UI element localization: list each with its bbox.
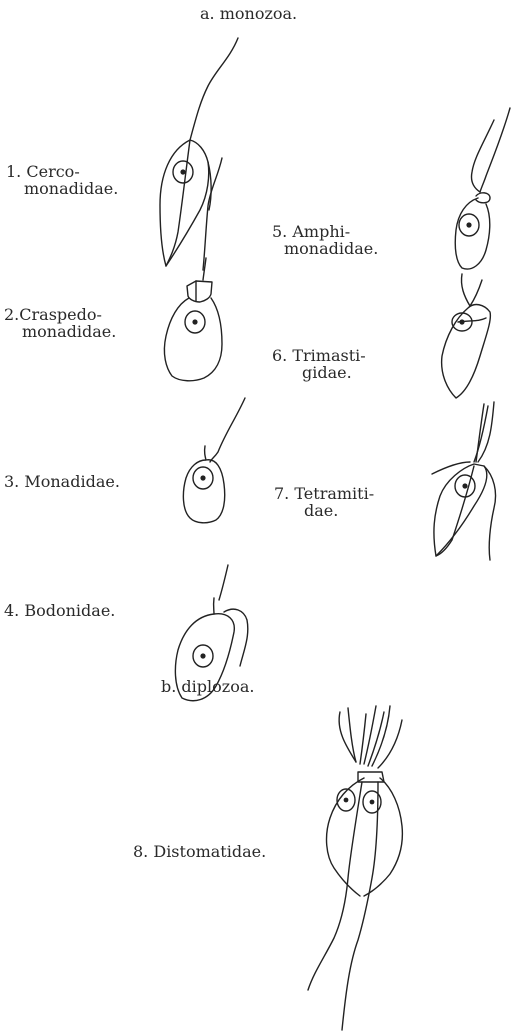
trimastigidae-cell <box>442 274 491 398</box>
monadidae-cell <box>183 398 245 523</box>
bodonidae-cell <box>175 565 247 701</box>
craspedomonadidae-cell <box>164 258 222 381</box>
amphimonadidae-cell <box>455 108 510 269</box>
cercomonadidae-cell <box>160 38 238 270</box>
tetramitidae-cell <box>432 402 496 560</box>
distomatidae-cell <box>308 706 402 1030</box>
